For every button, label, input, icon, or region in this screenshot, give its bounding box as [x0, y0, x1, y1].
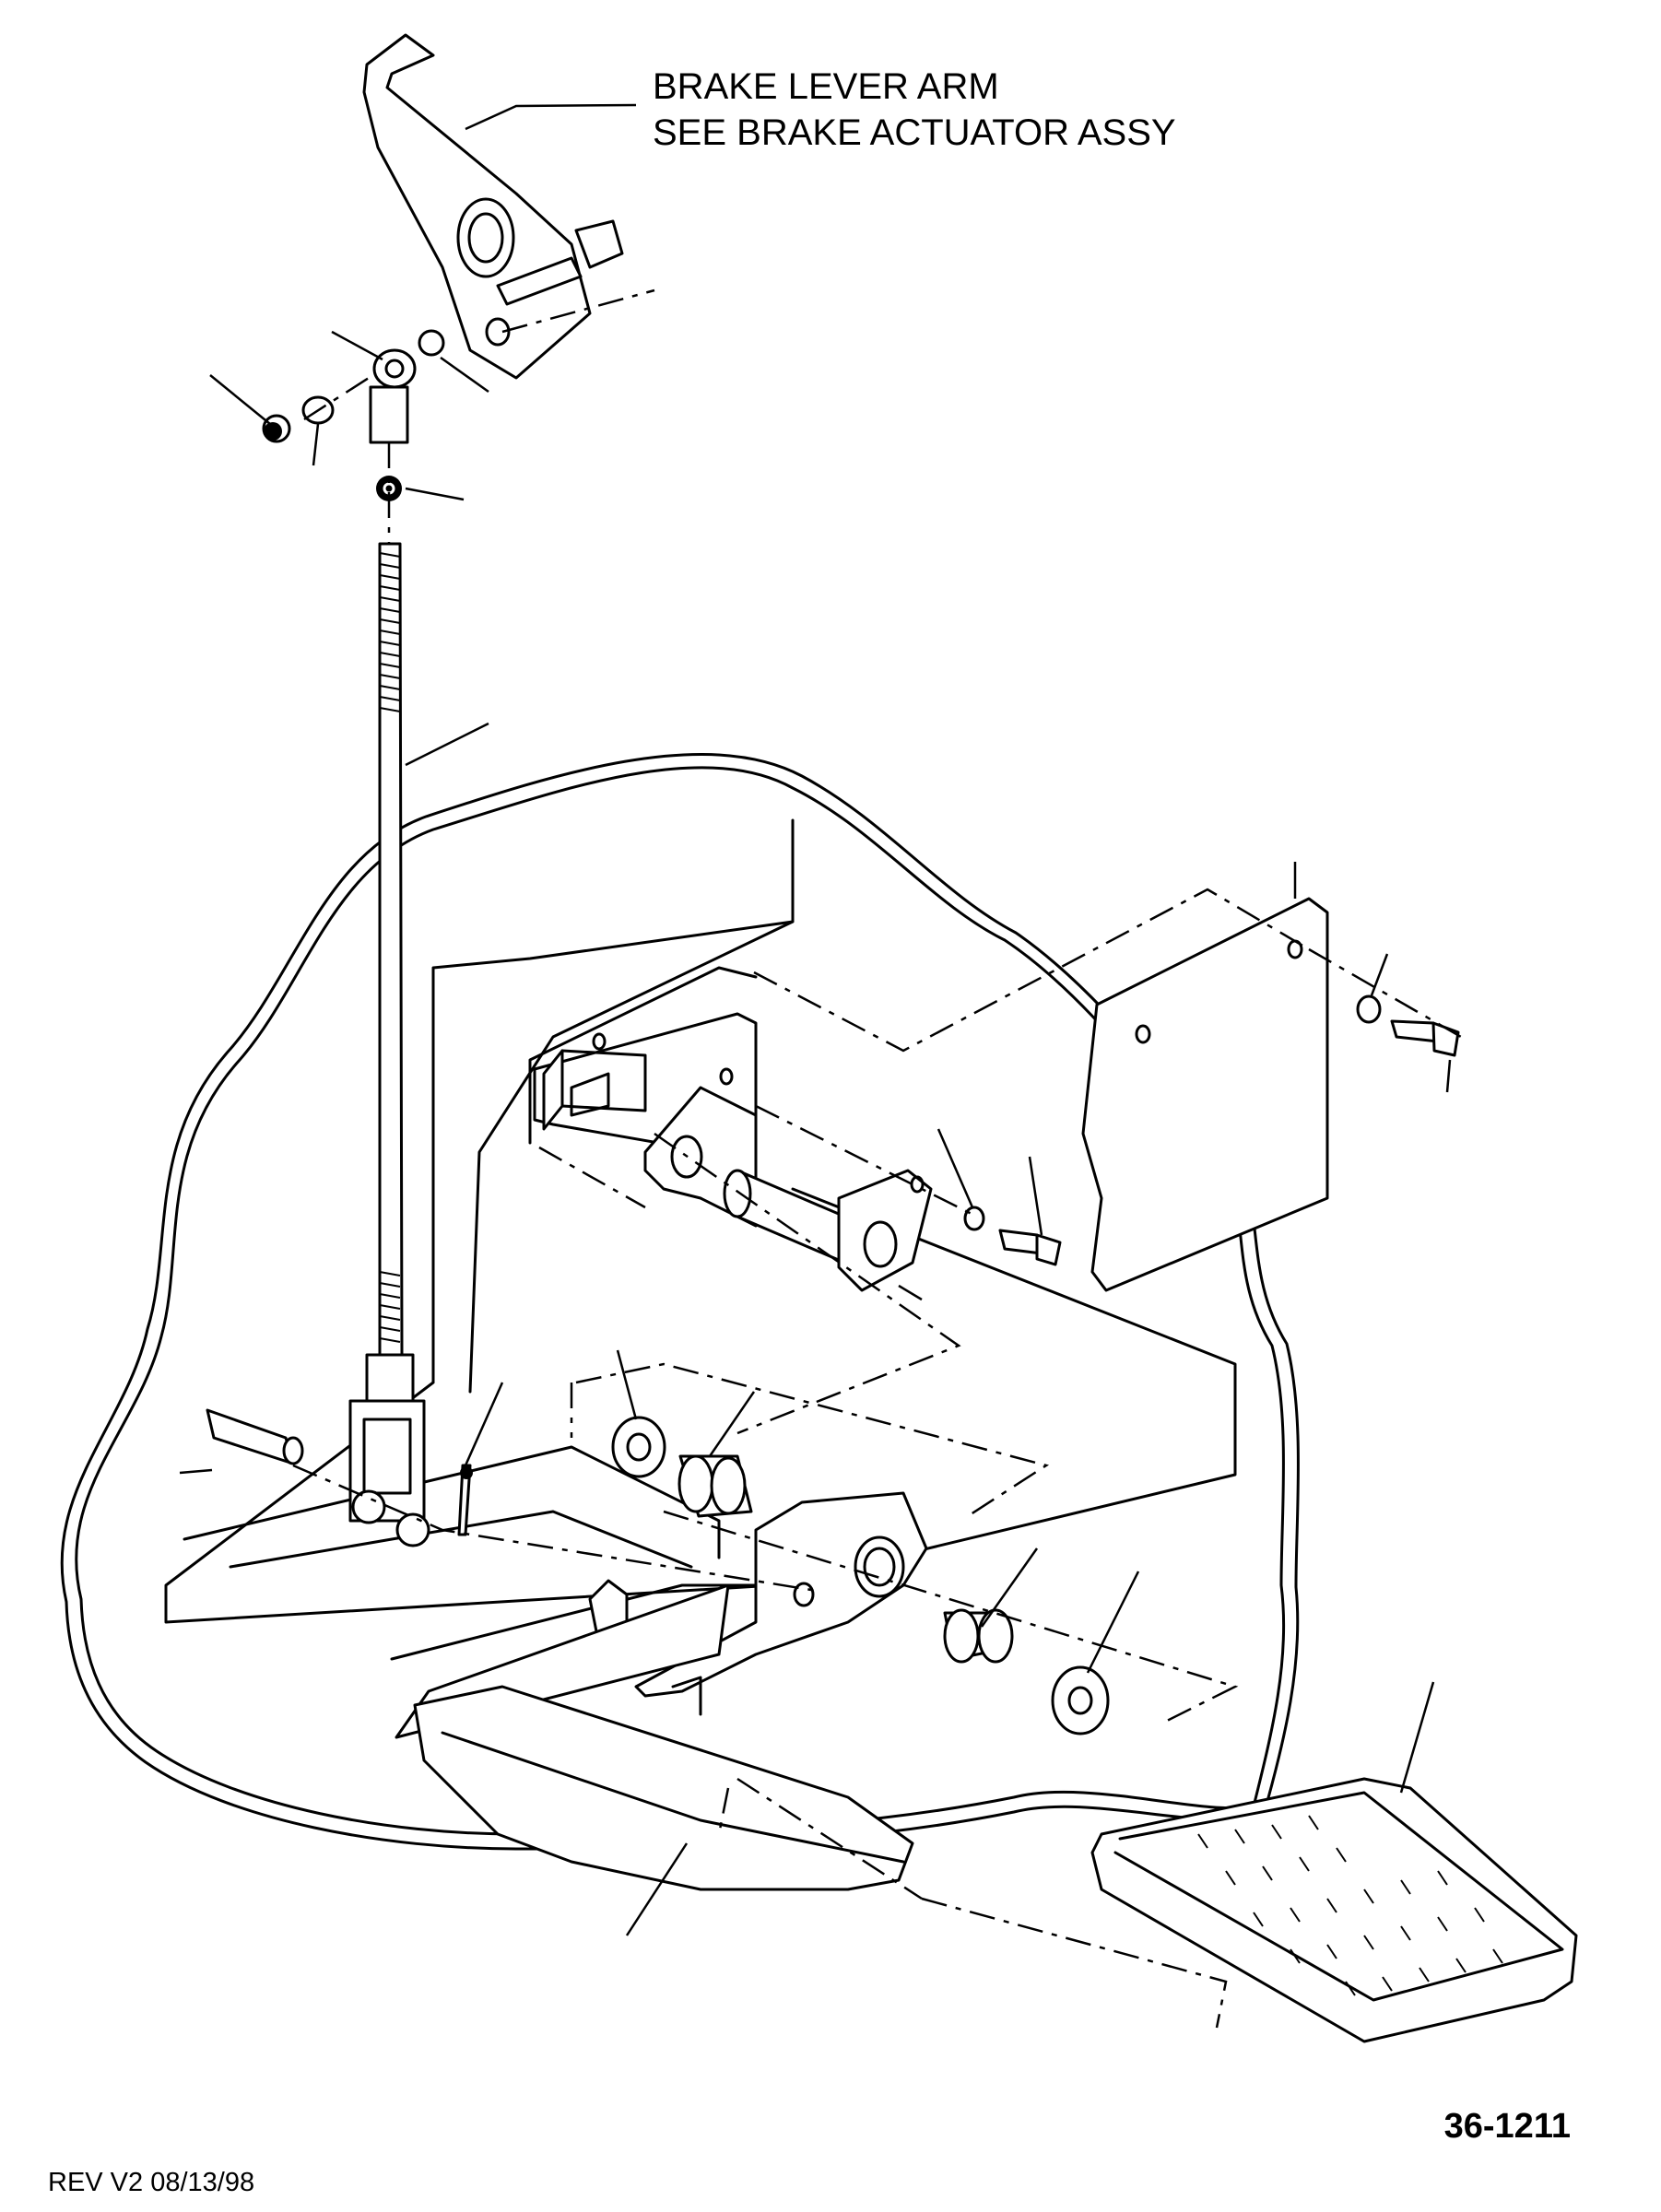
brake-lever-arm-callout-reference: SEE BRAKE ACTUATOR ASSY: [653, 112, 1176, 153]
pedestal-structure: [164, 818, 1237, 1661]
side-cover-plate: [1081, 897, 1329, 1292]
drawing-number: 36-1211: [1443, 2107, 1571, 2146]
upper-rod-end-hardware: [262, 329, 445, 501]
bushings-and-washers: [611, 1416, 1110, 1735]
side-plate-hardware: [963, 994, 1460, 1266]
pivot-shaft-assembly: [723, 1169, 933, 1292]
assembly-centerlines: [292, 288, 1462, 2029]
revision-label: REV V2 08/13/98: [48, 2168, 255, 2197]
item-leader-lines: [179, 103, 1452, 1936]
pedal-plate: [413, 1676, 914, 1891]
threaded-brake-rod: [378, 542, 404, 1357]
lower-clevis: [206, 1353, 473, 1547]
pedal-tread-pad: [1090, 1777, 1578, 2043]
brake-lever-arm-callout-title: BRAKE LEVER ARM: [653, 66, 999, 107]
brake-lever-arm: [362, 33, 624, 380]
